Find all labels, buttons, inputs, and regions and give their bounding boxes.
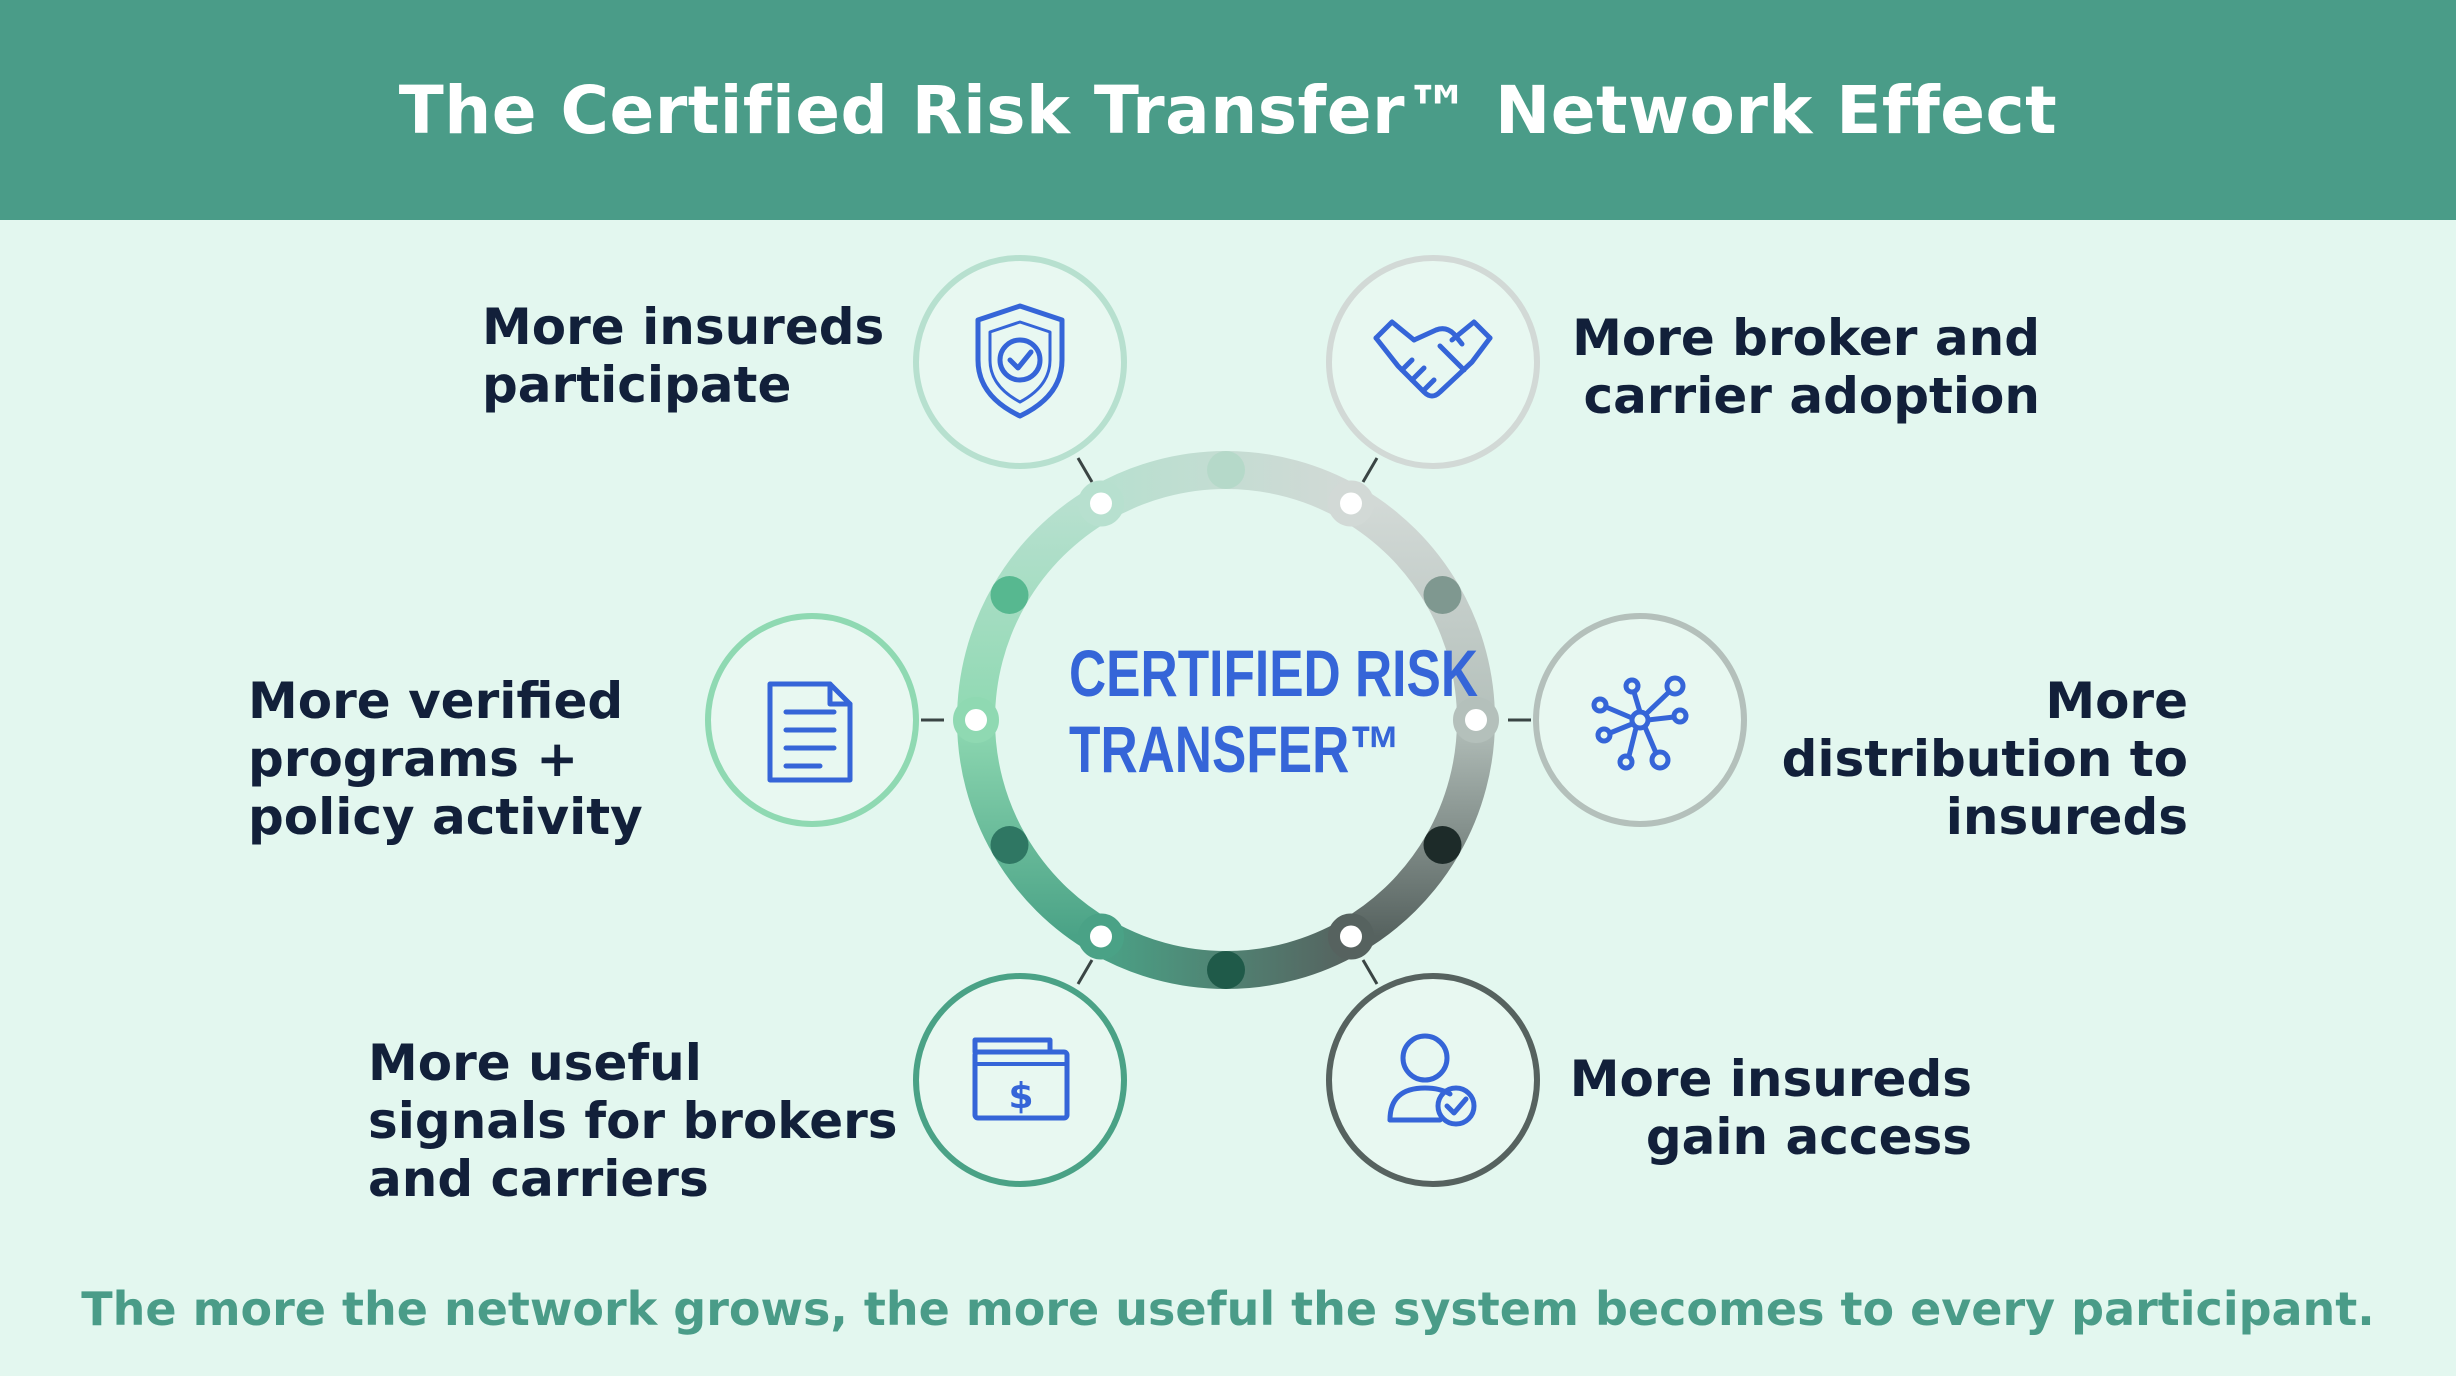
label-line: carrier adoption [1583,367,2040,425]
user-check-icon [1387,1033,1477,1127]
network-icon [1591,675,1689,771]
label-line: policy activity [248,788,643,846]
label-line: and carriers [368,1150,709,1208]
ring-node-marker [1078,480,1124,527]
ring-dot [1423,826,1462,864]
label-verified-programs: More verified programs + policy activity [248,672,643,846]
center-title-line2: TRANSFER™ [1069,712,1401,786]
ring-node-marker [1328,913,1374,960]
node-circle-distribution [1533,613,1747,827]
header-bar: The Certified Risk Transfer™ Network Eff… [0,0,2456,220]
label-line: distribution to [1781,730,2188,788]
label-line: More useful [368,1034,702,1092]
ring-dot [1423,576,1462,614]
center-title-line1: CERTIFIED RISK [1069,636,1479,710]
label-line: More insureds [1569,1050,1972,1108]
money-card-icon: $ [972,1037,1070,1121]
label-line: programs + [248,730,579,788]
label-line: More broker and [1572,309,2040,367]
node-circle-verified-programs [705,613,919,827]
connector-line [1361,959,1379,985]
footer-tagline: The more the network grows, the more use… [81,1282,2375,1336]
ring-dot [990,576,1029,614]
connector-line [1076,959,1094,985]
label-gain-access: More insureds gain access [1570,1050,1972,1166]
shield-check-icon [975,303,1065,419]
label-distribution: More distribution to insureds [1782,672,2188,846]
page-title: The Certified Risk Transfer™ Network Eff… [398,71,2058,149]
label-broker-adoption: More broker and carrier adoption [1572,309,2040,425]
ring-dot [1207,451,1245,489]
node-circle-broker-adoption [1326,255,1540,469]
label-line: More insureds [482,298,885,356]
ring-node-marker [953,697,999,743]
node-circle-useful-signals [913,973,1127,1187]
label-line: gain access [1645,1108,1972,1166]
label-line: More verified [248,672,624,730]
label-line: participate [482,356,792,414]
ring-node-marker [1078,913,1124,960]
handshake-icon [1373,319,1493,399]
svg-text:$: $ [1008,1076,1033,1117]
label-line: signals for brokers [368,1092,898,1150]
label-line: insureds [1945,788,2188,846]
label-insureds-participate: More insureds participate [482,298,884,414]
ring-node-marker [1328,480,1374,527]
ring-dot [990,826,1029,864]
connector-line [1361,457,1379,483]
center-title: CERTIFIED RISK TRANSFER™ [1069,635,1479,787]
label-useful-signals: More useful signals for brokers and carr… [368,1034,898,1208]
ring-dot [1207,951,1245,989]
label-line: More [2045,672,2188,730]
ring-node-marker [1453,697,1499,743]
connector-line [1076,457,1094,483]
document-icon [767,681,853,783]
